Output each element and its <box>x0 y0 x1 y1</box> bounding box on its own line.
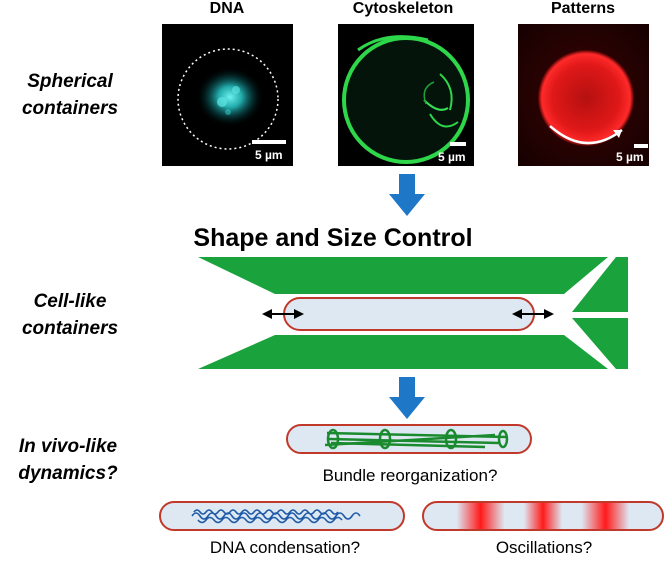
row-label-spherical: Spherical containers <box>0 68 140 122</box>
caption-bundle-reorganization: Bundle reorganization? <box>322 466 498 485</box>
dna-image-panel: 5 µm <box>162 24 293 166</box>
dna-micrograph <box>177 48 279 150</box>
row-label-cell-like-line1: Cell-like <box>33 291 107 312</box>
row-label-in-vivo-line2: dynamics? <box>18 463 118 484</box>
caption-dna-condensation: DNA condensation? <box>209 538 361 557</box>
cytoskeleton-scale-label: 5 µm <box>438 150 466 164</box>
cytoskeleton-micrograph <box>342 35 470 164</box>
patterns-micrograph <box>518 24 649 166</box>
cytoskeleton-scale-bar <box>450 142 466 146</box>
dna-condensation-capsule <box>159 501 405 531</box>
caption-oscillations: Oscillations? <box>495 538 593 557</box>
patterns-scale-label: 5 µm <box>616 150 644 164</box>
dna-scale-bar <box>252 140 286 144</box>
oscillations-capsule <box>422 501 664 531</box>
down-arrow-2 <box>389 377 425 419</box>
microfluidic-channel-diagram <box>198 257 628 369</box>
bundle-capsule <box>286 424 532 454</box>
row-label-spherical-line1: Spherical <box>27 71 113 92</box>
row-label-in-vivo: In vivo-like dynamics? <box>0 433 138 487</box>
patterns-image-panel: 5 µm <box>518 24 649 166</box>
row-label-in-vivo-line1: In vivo-like <box>18 436 118 457</box>
patterns-scale-bar <box>634 144 648 148</box>
down-arrow-1 <box>389 174 425 216</box>
row-label-spherical-line2: containers <box>21 98 119 119</box>
cytoskeleton-image-panel: 5 µm <box>338 24 474 166</box>
row-label-cell-like-line2: containers <box>21 318 119 339</box>
row-label-cell-like: Cell-like containers <box>0 288 140 342</box>
shape-size-heading: Shape and Size Control <box>193 224 473 252</box>
dna-scale-label: 5 µm <box>255 148 283 162</box>
panel-title-cytoskeleton: Cytoskeleton <box>352 0 454 17</box>
panel-title-patterns: Patterns <box>550 0 616 17</box>
panel-title-dna: DNA <box>209 0 245 17</box>
